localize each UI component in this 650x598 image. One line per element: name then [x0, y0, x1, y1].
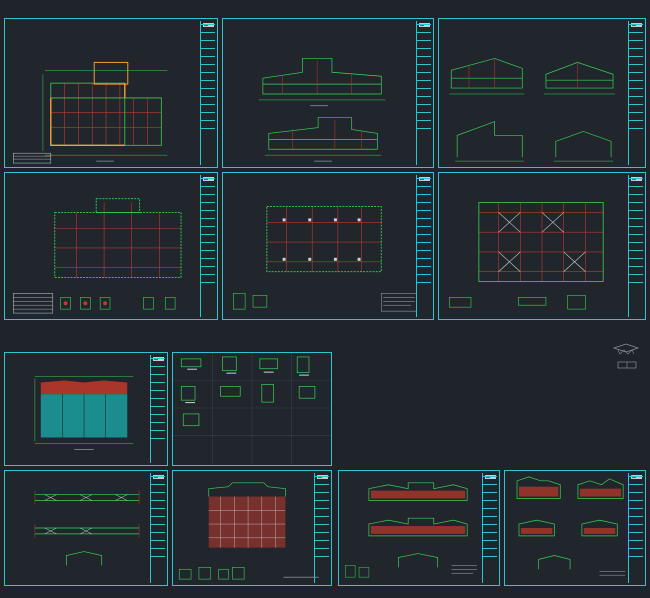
drawing-sheet-2[interactable]: [222, 18, 434, 168]
brand-logo-icon: [203, 23, 214, 27]
title-block: [314, 473, 329, 583]
title-block: [416, 21, 431, 165]
elevation-drawing: [258, 58, 386, 162]
brand-logo-icon: [631, 177, 642, 181]
title-block: [628, 21, 643, 165]
brand-logo-icon: [317, 475, 328, 479]
title-block: [200, 175, 215, 317]
brand-logo-icon: [153, 475, 164, 479]
drawing-sheet-3[interactable]: [438, 18, 646, 168]
bracing-drawing: [448, 202, 604, 310]
frame-elevation-drawing: [34, 490, 140, 566]
wall-elevation-drawing: [178, 482, 319, 580]
brand-logo-icon: [631, 23, 642, 27]
viewcube-icon[interactable]: [608, 338, 644, 372]
roof-plan-drawing: [34, 376, 134, 450]
brand-logo-icon: [203, 177, 214, 181]
drawing-sheet-11[interactable]: [338, 470, 500, 586]
elevations-2-drawing: [345, 482, 477, 578]
drawing-sheet-4[interactable]: [4, 172, 218, 320]
brand-logo-icon: [631, 475, 642, 479]
title-block: [628, 473, 643, 583]
viewcube[interactable]: [608, 338, 644, 372]
drawing-sheet-5[interactable]: [222, 172, 434, 320]
drawing-sheet-6[interactable]: [438, 172, 646, 320]
brand-logo-icon: [153, 357, 164, 361]
brand-logo-icon: [485, 475, 496, 479]
title-block: [482, 473, 497, 583]
drawing-sheet-1[interactable]: [4, 18, 218, 168]
section-drawing: [449, 58, 616, 162]
drawing-sheet-8[interactable]: [172, 352, 332, 466]
title-block: [150, 355, 165, 463]
title-block: [200, 21, 215, 165]
title-block: [416, 175, 431, 317]
title-block: [150, 473, 165, 583]
drawing-sheet-7[interactable]: [4, 352, 168, 466]
drawing-sheet-12[interactable]: [504, 470, 646, 586]
plan-drawing: [13, 61, 168, 164]
brand-logo-icon: [419, 23, 430, 27]
drawing-sheet-10[interactable]: [172, 470, 332, 586]
details-grid-drawing: [173, 353, 331, 465]
foundation-drawing: [13, 198, 182, 314]
elevations-3-drawing: [516, 476, 626, 576]
column-layout-drawing: [233, 206, 417, 312]
brand-logo-icon: [419, 177, 430, 181]
title-block: [628, 175, 643, 317]
drawing-sheet-9[interactable]: [4, 470, 168, 586]
